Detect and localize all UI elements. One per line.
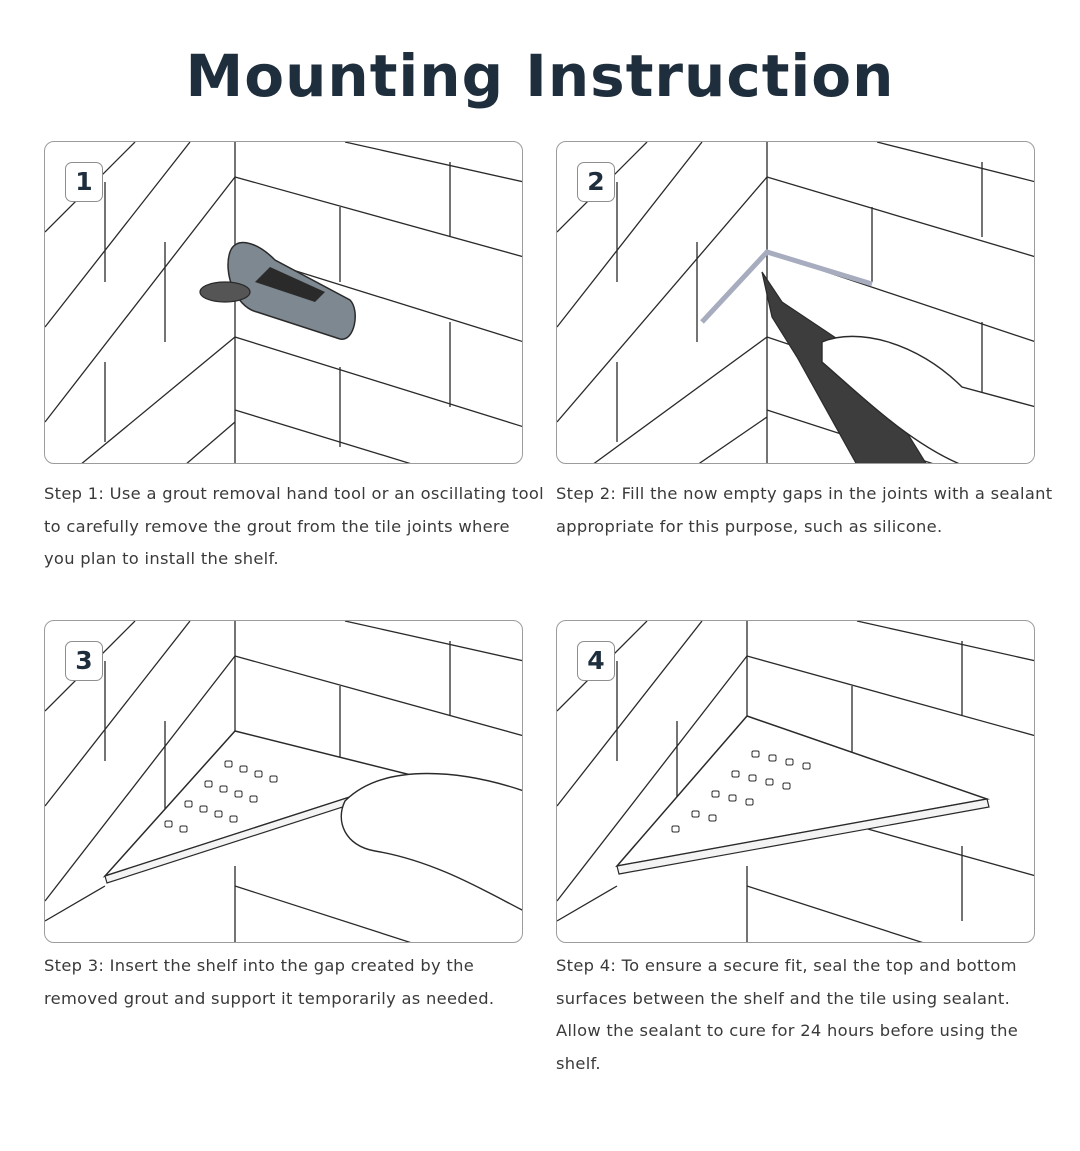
step-2-caption: Step 2: Fill the now empty gaps in the j… xyxy=(556,484,1053,536)
tile-corner-illustration xyxy=(45,142,522,463)
tile-corner-illustration xyxy=(557,621,1034,942)
step-4-illustration: 4 xyxy=(556,620,1035,943)
grout-tool-icon xyxy=(199,241,356,340)
caulk-gun-icon xyxy=(761,271,1034,463)
corner-shelf-icon xyxy=(615,715,990,875)
step-2-badge: 2 xyxy=(577,162,615,202)
sealant-line-icon xyxy=(700,249,873,324)
page-title: Mounting Instruction xyxy=(185,42,895,110)
step-1-badge: 1 xyxy=(65,162,103,202)
hand-icon xyxy=(340,772,522,911)
step-1-illustration: 1 xyxy=(44,141,523,464)
step-3-caption: Step 3: Insert the shelf into the gap cr… xyxy=(44,956,495,1008)
step-2-illustration: 2 xyxy=(556,141,1035,464)
step-4-badge: 4 xyxy=(577,641,615,681)
step-4-caption: Step 4: To ensure a secure fit, seal the… xyxy=(556,956,1019,1073)
step-1-caption: Step 1: Use a grout removal hand tool or… xyxy=(44,484,544,568)
step-3-badge: 3 xyxy=(65,641,103,681)
tile-corner-illustration xyxy=(45,621,522,942)
tile-corner-illustration xyxy=(557,142,1034,463)
step-3-illustration: 3 xyxy=(44,620,523,943)
